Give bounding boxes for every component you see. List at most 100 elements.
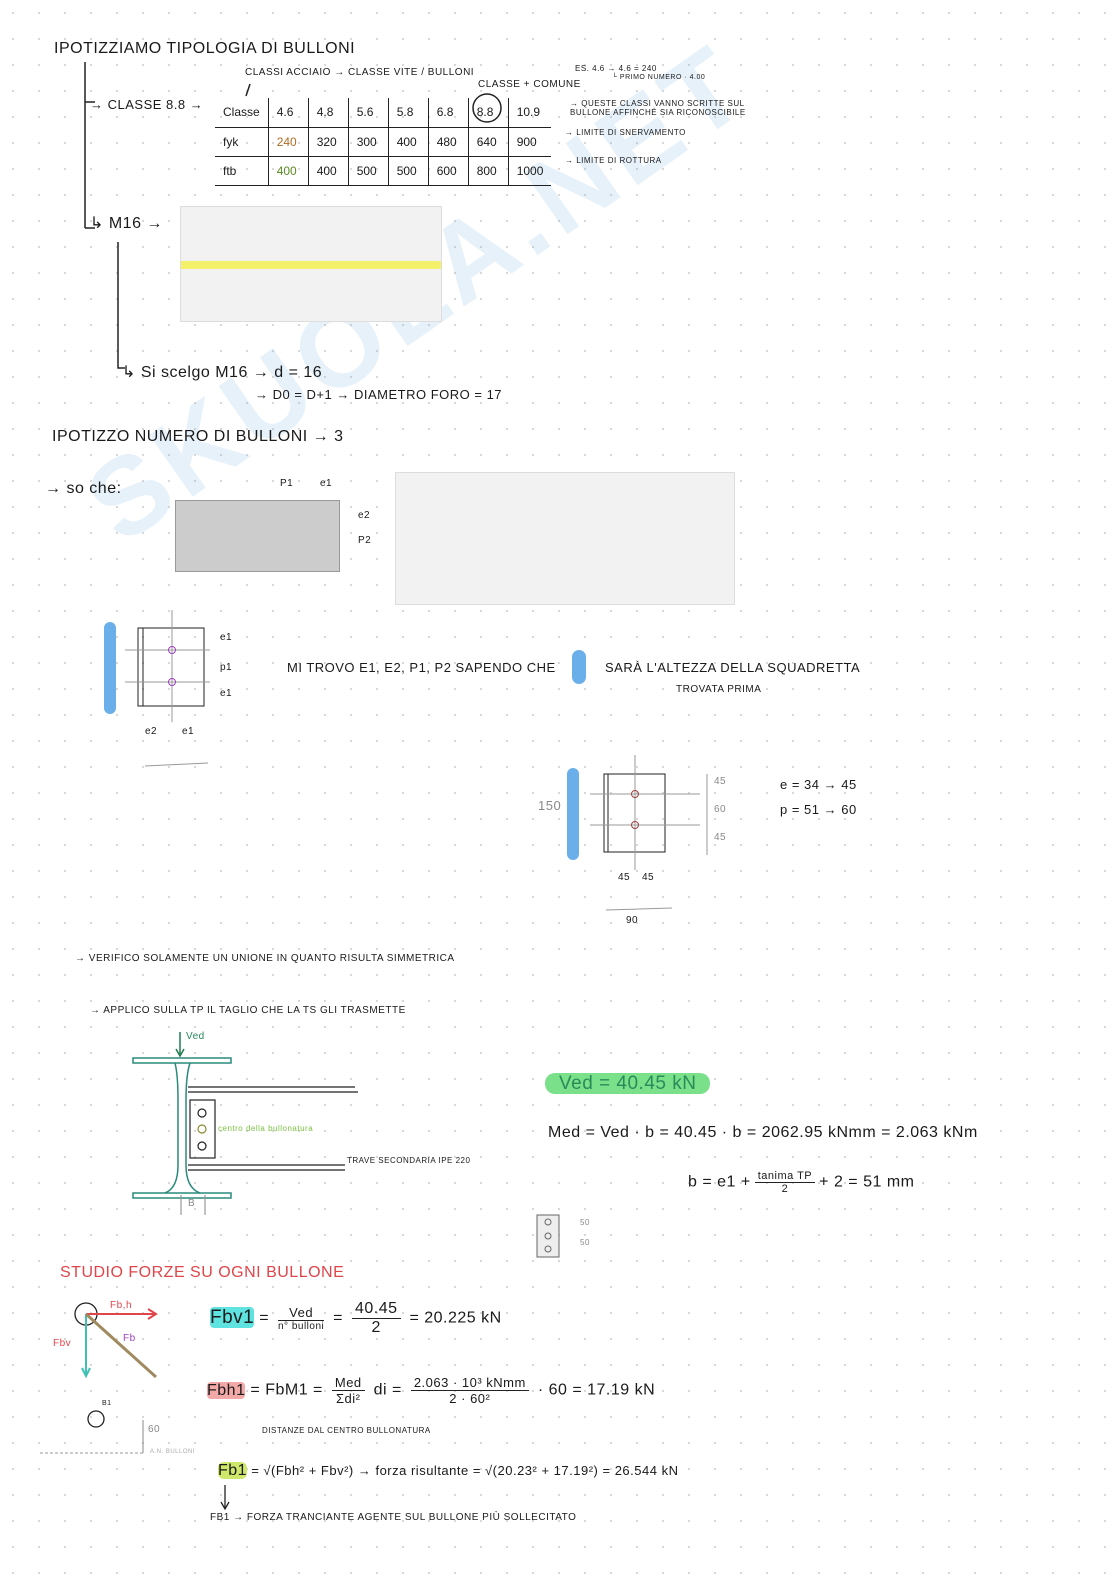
dim-45: 45 [618, 872, 631, 883]
cell: 5.6 [347, 98, 389, 128]
dim-45: 45 [714, 776, 727, 787]
fbv-symbol: Fbv1 [210, 1306, 255, 1328]
cell: 400 [267, 156, 309, 186]
classe-label: → Classe 8.8 → [90, 97, 204, 112]
fbv-result: = 20.225 kN [409, 1309, 502, 1327]
d0-formula: → d0 = d+1 → diametro foro = 17 [255, 387, 503, 402]
cell: 1000 [507, 156, 552, 186]
fb-label: Fb [123, 1333, 136, 1344]
label-p1: p1 [220, 662, 233, 673]
tree-line-1 [84, 62, 95, 229]
ved-equation: Ved = 40.45 kN [545, 1073, 711, 1095]
ved-arrow-label: Ved [186, 1031, 205, 1042]
dim-60: 60 [148, 1424, 161, 1435]
section-title-forces: Studio forze su ogni bullone [60, 1264, 345, 1281]
denominator: 2 · 60² [449, 1391, 491, 1406]
choose-m16: ↳ Si scelgo M16 → d = 16 [122, 364, 323, 381]
cell: 500 [387, 156, 429, 186]
label-p2: P2 [358, 535, 372, 546]
label-e1: e1 [220, 632, 233, 643]
fbh-symbol: Fbh1 [207, 1381, 246, 1399]
cell: 500 [347, 156, 389, 186]
fbh-result: · 60 = 17.19 kN [537, 1381, 656, 1399]
small-plate-drawing [104, 610, 210, 767]
p-rule: p = 51 → 60 [780, 802, 857, 817]
denominator: Σdi² [336, 1391, 361, 1406]
an-label: A.N. bulloni [150, 1449, 196, 1455]
dim-45: 45 [714, 832, 727, 843]
fbh-di: di = [373, 1381, 402, 1399]
b-eq-lhs: b = e1 + [688, 1173, 751, 1191]
b-label: b [188, 1198, 196, 1209]
dim-50: 50 [580, 1218, 590, 1227]
cell: 8.8 [467, 98, 509, 128]
cell: 320 [307, 127, 349, 157]
b1-label: B1 [102, 1400, 112, 1407]
numerator: 2.063 · 10³ kNmm [410, 1375, 529, 1391]
tree-line-2 [117, 242, 125, 369]
note-fyk: → Limite di snervamento [565, 128, 686, 137]
hole-spacing-table-image [395, 472, 735, 605]
numerator: tanima TP [754, 1170, 816, 1183]
ved-value: Ved = 40.45 kN [545, 1073, 711, 1094]
section-title: Ipotizziamo tipologia di bulloni [54, 40, 356, 57]
dim-90: 90 [626, 915, 639, 926]
classi-note: Classi acciaio → classe vite / bulloni [245, 67, 475, 78]
b-eq-rhs: + 2 = 51 mm [819, 1173, 915, 1191]
med-equation: Med = Ved · b = 40.45 · b = 2062.95 kNmm… [548, 1124, 978, 1141]
dim-150: 150 [538, 798, 562, 813]
numerator: Med [331, 1375, 365, 1391]
small-bolt-strip [536, 1214, 560, 1258]
dimensioned-plate-drawing [567, 755, 708, 911]
cell: 800 [467, 156, 509, 186]
label-e1: e1 [220, 688, 233, 699]
note-ftb: → Limite di rottura [565, 156, 662, 165]
label-e2: e2 [145, 726, 158, 737]
example-note: es. 4.6 → 4.6 = 240 [575, 64, 657, 73]
force-diagram [40, 1302, 158, 1454]
denominator: 2 [371, 1319, 381, 1336]
cell: 300 [347, 127, 389, 157]
dim-50: 50 [580, 1238, 590, 1247]
cell: 5.8 [387, 98, 429, 128]
numerator: 40.45 [351, 1300, 401, 1319]
fbv-label: Fbv [53, 1338, 72, 1349]
verifico: → Verifico solamente un unione in quanto… [75, 953, 455, 964]
cell: 10.9 [507, 98, 552, 128]
denominator: n° bulloni [277, 1321, 325, 1332]
label-e2: e2 [358, 510, 371, 521]
cell: 600 [427, 156, 469, 186]
fbh-mid: = FbM1 = [250, 1381, 323, 1399]
note-classes: → Queste classi vanno scritte sul bullon… [570, 99, 746, 117]
fb-equation: Fb1 = √(Fbh² + Fbv²) → forza risultante … [218, 1462, 678, 1480]
example-sub: └ primo numero · 4.00 [612, 74, 706, 81]
cell: Classe [215, 98, 269, 128]
cell: 480 [427, 127, 469, 157]
arrow-classi [245, 83, 251, 97]
cell: 240 [267, 127, 309, 157]
distanze-note: distanze dal centro bullonatura [262, 1426, 431, 1435]
secondary-beam [180, 1086, 358, 1215]
e-rule: e = 34 → 45 [780, 777, 857, 792]
sara-altezza: sarà l'altezza della squadretta [605, 660, 861, 675]
mi-trovo: Mi trovo e1, e2, P1, P2 sapendo che [287, 660, 556, 675]
cell: 4.6 [267, 98, 309, 128]
fb-definition: Fb1 → forza tranciante agente sul bullon… [210, 1512, 577, 1523]
i-beam-drawing [132, 1032, 232, 1199]
cell: 400 [387, 127, 429, 157]
cell: ftb [215, 156, 269, 186]
bolt-area-table-image [180, 206, 442, 322]
cell: 4.8 [307, 98, 349, 128]
trovata-prima: trovata prima [676, 684, 762, 695]
bolt-spacing-figure [175, 500, 340, 572]
trave-label: Trave secondaria IPE 220 [347, 1156, 471, 1165]
